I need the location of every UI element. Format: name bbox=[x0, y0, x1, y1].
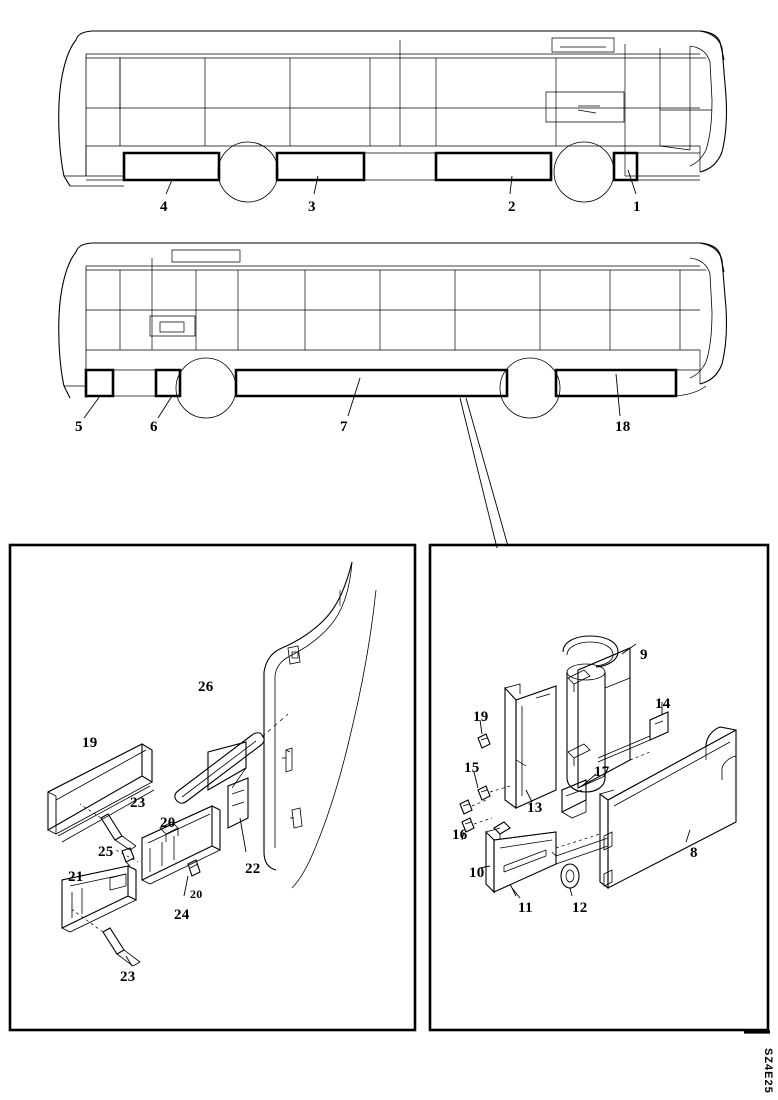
callout-21: 21 bbox=[68, 869, 84, 885]
callout-14: 14 bbox=[655, 696, 671, 712]
callout-23-upper: 23 bbox=[130, 795, 146, 811]
callout-18: 18 bbox=[615, 419, 631, 435]
callout-25: 25 bbox=[98, 844, 114, 860]
left-panel-frame bbox=[8, 543, 417, 1032]
right-panel-artwork bbox=[459, 635, 737, 899]
callout-22: 22 bbox=[245, 861, 261, 877]
callout-11: 11 bbox=[518, 900, 533, 916]
callout-19-right: 19 bbox=[473, 709, 489, 725]
callout-23-lower: 23 bbox=[120, 969, 136, 985]
callout-16: 16 bbox=[452, 827, 468, 843]
callout-6: 6 bbox=[150, 419, 158, 435]
bus-view-middle bbox=[58, 242, 728, 419]
callout-10: 10 bbox=[469, 865, 485, 881]
callout-7: 7 bbox=[340, 419, 348, 435]
callout-20-lower: 20 bbox=[190, 887, 203, 901]
callout-8: 8 bbox=[690, 845, 698, 861]
left-panel-artwork bbox=[47, 561, 377, 967]
drawing-code: SZ4E25 bbox=[762, 1048, 774, 1094]
bus-view-top bbox=[58, 30, 728, 203]
detail-leader-lines bbox=[459, 397, 509, 549]
callout-5: 5 bbox=[75, 419, 83, 435]
callout-19-left: 19 bbox=[82, 735, 98, 751]
callout-17: 17 bbox=[594, 764, 610, 780]
callout-26: 26 bbox=[198, 679, 214, 695]
callout-4: 4 bbox=[160, 199, 168, 215]
callout-15: 15 bbox=[464, 760, 480, 776]
callout-24: 24 bbox=[174, 907, 190, 923]
callout-9: 9 bbox=[640, 647, 648, 663]
callout-3: 3 bbox=[308, 199, 316, 215]
callout-13: 13 bbox=[527, 800, 543, 816]
callout-1: 1 bbox=[633, 199, 641, 215]
callout-20-upper: 20 bbox=[160, 815, 176, 831]
callout-2: 2 bbox=[508, 199, 516, 215]
right-panel-frame bbox=[428, 543, 770, 1032]
callout-12: 12 bbox=[572, 900, 588, 916]
